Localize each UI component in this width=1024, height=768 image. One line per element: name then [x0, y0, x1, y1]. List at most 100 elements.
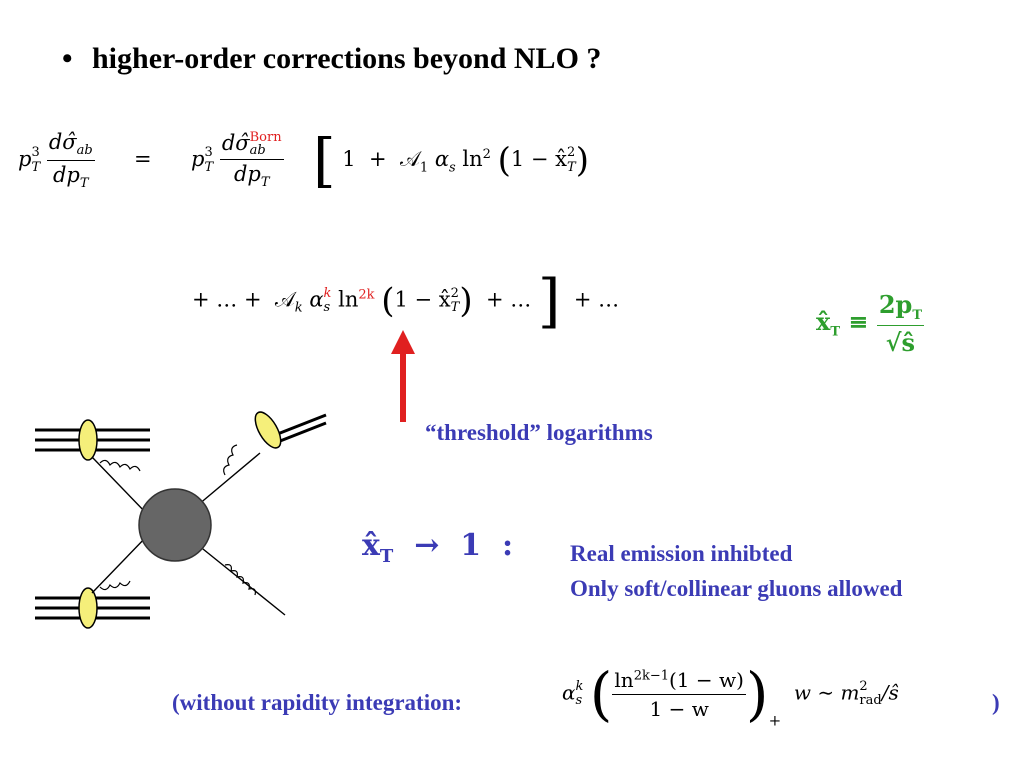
- threshold-arrow-icon: [391, 330, 415, 422]
- xt-index: T: [830, 324, 840, 340]
- rap-m-power: 2: [859, 678, 868, 694]
- hadron-blob-top-right: [254, 411, 282, 449]
- rapidity-note-open: (without rapidity integration:: [172, 690, 463, 715]
- lhs-num: dσ̂: [48, 130, 77, 154]
- rhs-pt-power: 3: [204, 145, 213, 161]
- plus-sign: +: [369, 147, 387, 172]
- lhs-pt-index: T: [31, 159, 41, 175]
- lead-terms: + … +: [192, 287, 262, 312]
- xt-num-sub: T: [912, 307, 922, 323]
- rhs-num: dσ̂: [221, 130, 250, 155]
- limit-text-line1: Real emission inhibted: [570, 541, 793, 566]
- rap-w-rel: w ∼ m: [793, 680, 860, 705]
- limit-xt: x̂: [362, 528, 380, 563]
- xt-den: √ŝ: [885, 327, 916, 357]
- rhs-den-sub: T: [260, 175, 270, 191]
- ln-power: 2: [482, 147, 491, 163]
- rap-num-ln: ln: [614, 667, 634, 692]
- limit-target: 1: [460, 528, 482, 563]
- lhs-pt: p: [18, 147, 32, 172]
- rap-plus-sub: +: [768, 711, 782, 730]
- rap-alpha-index: s: [575, 693, 583, 708]
- rapidity-note-close: ): [992, 690, 1000, 715]
- lhs-pt-power: 3: [31, 145, 40, 161]
- rhs-num-sub: ab: [249, 143, 266, 159]
- xt-limit: x̂T → 1 :: [362, 528, 513, 567]
- arrow-symbol: →: [414, 528, 440, 563]
- limit-text-line2: Only soft/collinear gluons allowed: [570, 576, 903, 601]
- limit-xt-index: T: [379, 546, 394, 567]
- hard-scattering-blob: [138, 488, 212, 562]
- inner-term: 1 − x̂: [510, 147, 568, 172]
- rhs-den: dp: [233, 162, 261, 187]
- lhs-den-sub: T: [79, 176, 89, 192]
- close-bracket: ]: [537, 267, 561, 335]
- rhs-pt-index: T: [204, 159, 214, 175]
- coef-a1: 𝒜: [400, 147, 420, 172]
- ln-2k: ln: [338, 287, 359, 312]
- lhs-den: dp: [52, 163, 80, 188]
- coef-ak-sub: k: [294, 300, 303, 316]
- xt-fraction: 2pT √ŝ: [876, 290, 924, 357]
- equals-sign: =: [134, 147, 152, 172]
- slide-heading: • higher-order corrections beyond NLO ?: [62, 42, 601, 76]
- paren-close-2: ): [459, 281, 473, 321]
- open-bracket: [: [312, 126, 336, 195]
- xt-symbol: x̂: [816, 306, 831, 336]
- rap-w-tail: /ŝ: [881, 680, 899, 705]
- born-label: Born: [249, 130, 282, 146]
- xt-num: 2p: [878, 290, 913, 319]
- heading-text: higher-order corrections beyond NLO ?: [92, 42, 602, 75]
- coef-a1-sub: 1: [419, 160, 429, 176]
- parton-lines: [91, 452, 286, 616]
- rap-alpha-power: k: [575, 678, 584, 694]
- inner-term-2: 1 − x̂: [394, 287, 451, 312]
- alpha-s: α: [434, 147, 450, 172]
- inner-index-2: T: [450, 300, 460, 315]
- inner-power-2: 2: [450, 285, 459, 301]
- inner-power: 2: [567, 145, 576, 161]
- hadron-blob-top-left: [78, 419, 98, 461]
- trail-terms: + …: [485, 287, 532, 312]
- term-one: 1: [342, 147, 356, 172]
- ln: ln: [462, 147, 483, 172]
- lhs-num-sub: ab: [76, 143, 93, 159]
- jet-line-top-right: [274, 413, 327, 445]
- hadron-blob-bottom-left: [78, 587, 98, 629]
- limit-colon: :: [501, 528, 514, 563]
- paren-close: ): [575, 140, 589, 181]
- alpha-s-sub: s: [449, 160, 456, 176]
- coef-ak: 𝒜: [274, 287, 295, 312]
- rhs-pt: p: [191, 147, 205, 172]
- xt-definition: x̂T ≡ 2pT √ŝ: [816, 290, 924, 357]
- inner-index: T: [567, 159, 576, 175]
- rap-num-rest: (1 − w): [669, 667, 744, 692]
- paren-open: (: [497, 140, 511, 181]
- gluon-curls: [99, 444, 256, 596]
- bullet-icon: •: [62, 42, 73, 75]
- rap-m-index: rad: [859, 693, 882, 708]
- rap-alpha: α: [562, 680, 576, 705]
- rap-den: 1 − w: [649, 696, 709, 721]
- alpha-power-k: k: [323, 285, 332, 301]
- threshold-label: “threshold” logarithms: [425, 420, 653, 445]
- alpha-index: s: [323, 300, 331, 315]
- ln-power-2k: 2k: [358, 287, 375, 303]
- scattering-diagram: [35, 411, 327, 629]
- rap-num-power: 2k−1: [633, 667, 669, 683]
- alpha-s-k: α: [309, 287, 324, 312]
- tail-terms: + …: [573, 287, 620, 312]
- equiv-sign: ≡: [848, 306, 869, 336]
- rap-fraction: ln2k−1(1 − w) 1 − w: [612, 668, 746, 721]
